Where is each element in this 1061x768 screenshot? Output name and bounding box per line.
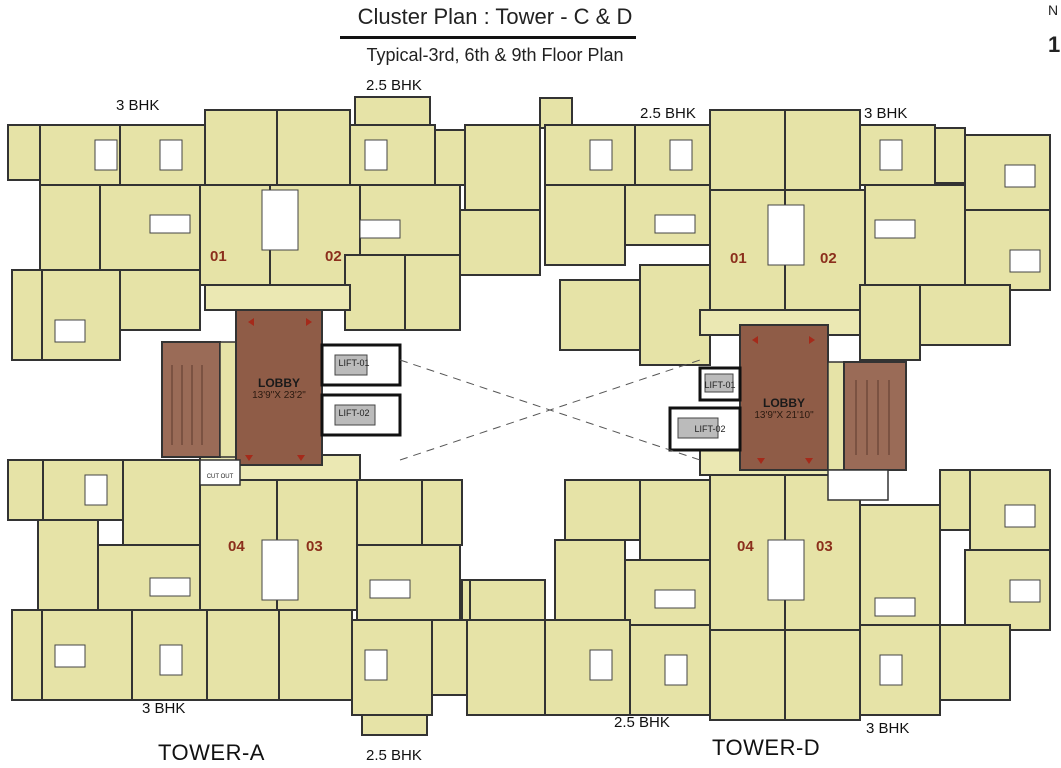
tower-a-core xyxy=(161,309,402,486)
label-a-top-center-25bhk: 2.5 BHK xyxy=(366,77,422,94)
courtyard-dashed-lines xyxy=(399,359,701,461)
tower-d-unit-01-number: 01 xyxy=(730,250,747,267)
label-a-bottom-center-25bhk: 2.5 BHK xyxy=(366,747,422,764)
tower-a-unit-01 xyxy=(7,109,278,361)
tower-d-unit-02-number: 02 xyxy=(820,250,837,267)
tower-a-lobby-title: LOBBY xyxy=(258,376,300,390)
label-d-top-right-3bhk: 3 BHK xyxy=(864,105,908,122)
page-title: Cluster Plan : Tower - C & D xyxy=(357,4,633,29)
edge-mark-top: N xyxy=(1048,2,1059,18)
tower-a-unit-03 xyxy=(276,479,468,736)
edge-mark-bottom: 1 xyxy=(1048,32,1061,57)
tower-a-unit-02-number: 02 xyxy=(325,248,342,265)
label-a-top-left-3bhk: 3 BHK xyxy=(116,97,160,114)
tower-d-stair xyxy=(843,361,907,471)
tower-d-unit-03 xyxy=(784,469,1051,721)
tower-a-unit-04-number: 04 xyxy=(228,538,245,555)
tower-d-unit-04 xyxy=(554,469,786,721)
label-d-bottom-right-3bhk: 3 BHK xyxy=(866,720,910,737)
tower-a-cutout-label: CUT OUT xyxy=(206,474,234,480)
beds xyxy=(54,139,1041,686)
tower-d-name: TOWER-D xyxy=(712,735,821,760)
tower-d-lift-02-label: LIFT-02 xyxy=(694,424,726,434)
tower-d-unit-01 xyxy=(544,109,786,366)
tower-a-lift-02-label: LIFT-02 xyxy=(338,408,370,418)
label-d-top-center-25bhk: 2.5 BHK xyxy=(640,105,696,122)
tower-a-unit-03-number: 03 xyxy=(306,538,323,555)
tower-d-core xyxy=(668,324,907,501)
tower-d-unit-04-number: 04 xyxy=(737,538,754,555)
label-a-bottom-left-3bhk: 3 BHK xyxy=(142,700,186,717)
tower-a-lobby xyxy=(235,309,323,466)
tower-a-stair xyxy=(161,341,221,458)
tower-d-lobby xyxy=(739,324,829,471)
label-d-bottom-center-25bhk: 2.5 BHK xyxy=(614,714,670,731)
tower-a-name: TOWER-A xyxy=(158,740,265,765)
tower-a-lobby-size: 13'9"X 23'2" xyxy=(252,390,306,401)
tower-a-lift-01-label: LIFT-01 xyxy=(338,358,370,368)
tower-d-lobby-size: 13'9"X 21'10" xyxy=(754,410,814,421)
furniture xyxy=(149,189,916,617)
tower-d-lobby-title: LOBBY xyxy=(763,396,805,410)
tower-a-unit-01-number: 01 xyxy=(210,248,227,265)
title-underline xyxy=(340,36,636,39)
tower-d-unit-03-number: 03 xyxy=(816,538,833,555)
page-subtitle: Typical-3rd, 6th & 9th Floor Plan xyxy=(366,45,624,65)
tower-d-lift-01-label: LIFT-01 xyxy=(704,380,736,390)
tower-a-unit-04 xyxy=(7,459,280,701)
